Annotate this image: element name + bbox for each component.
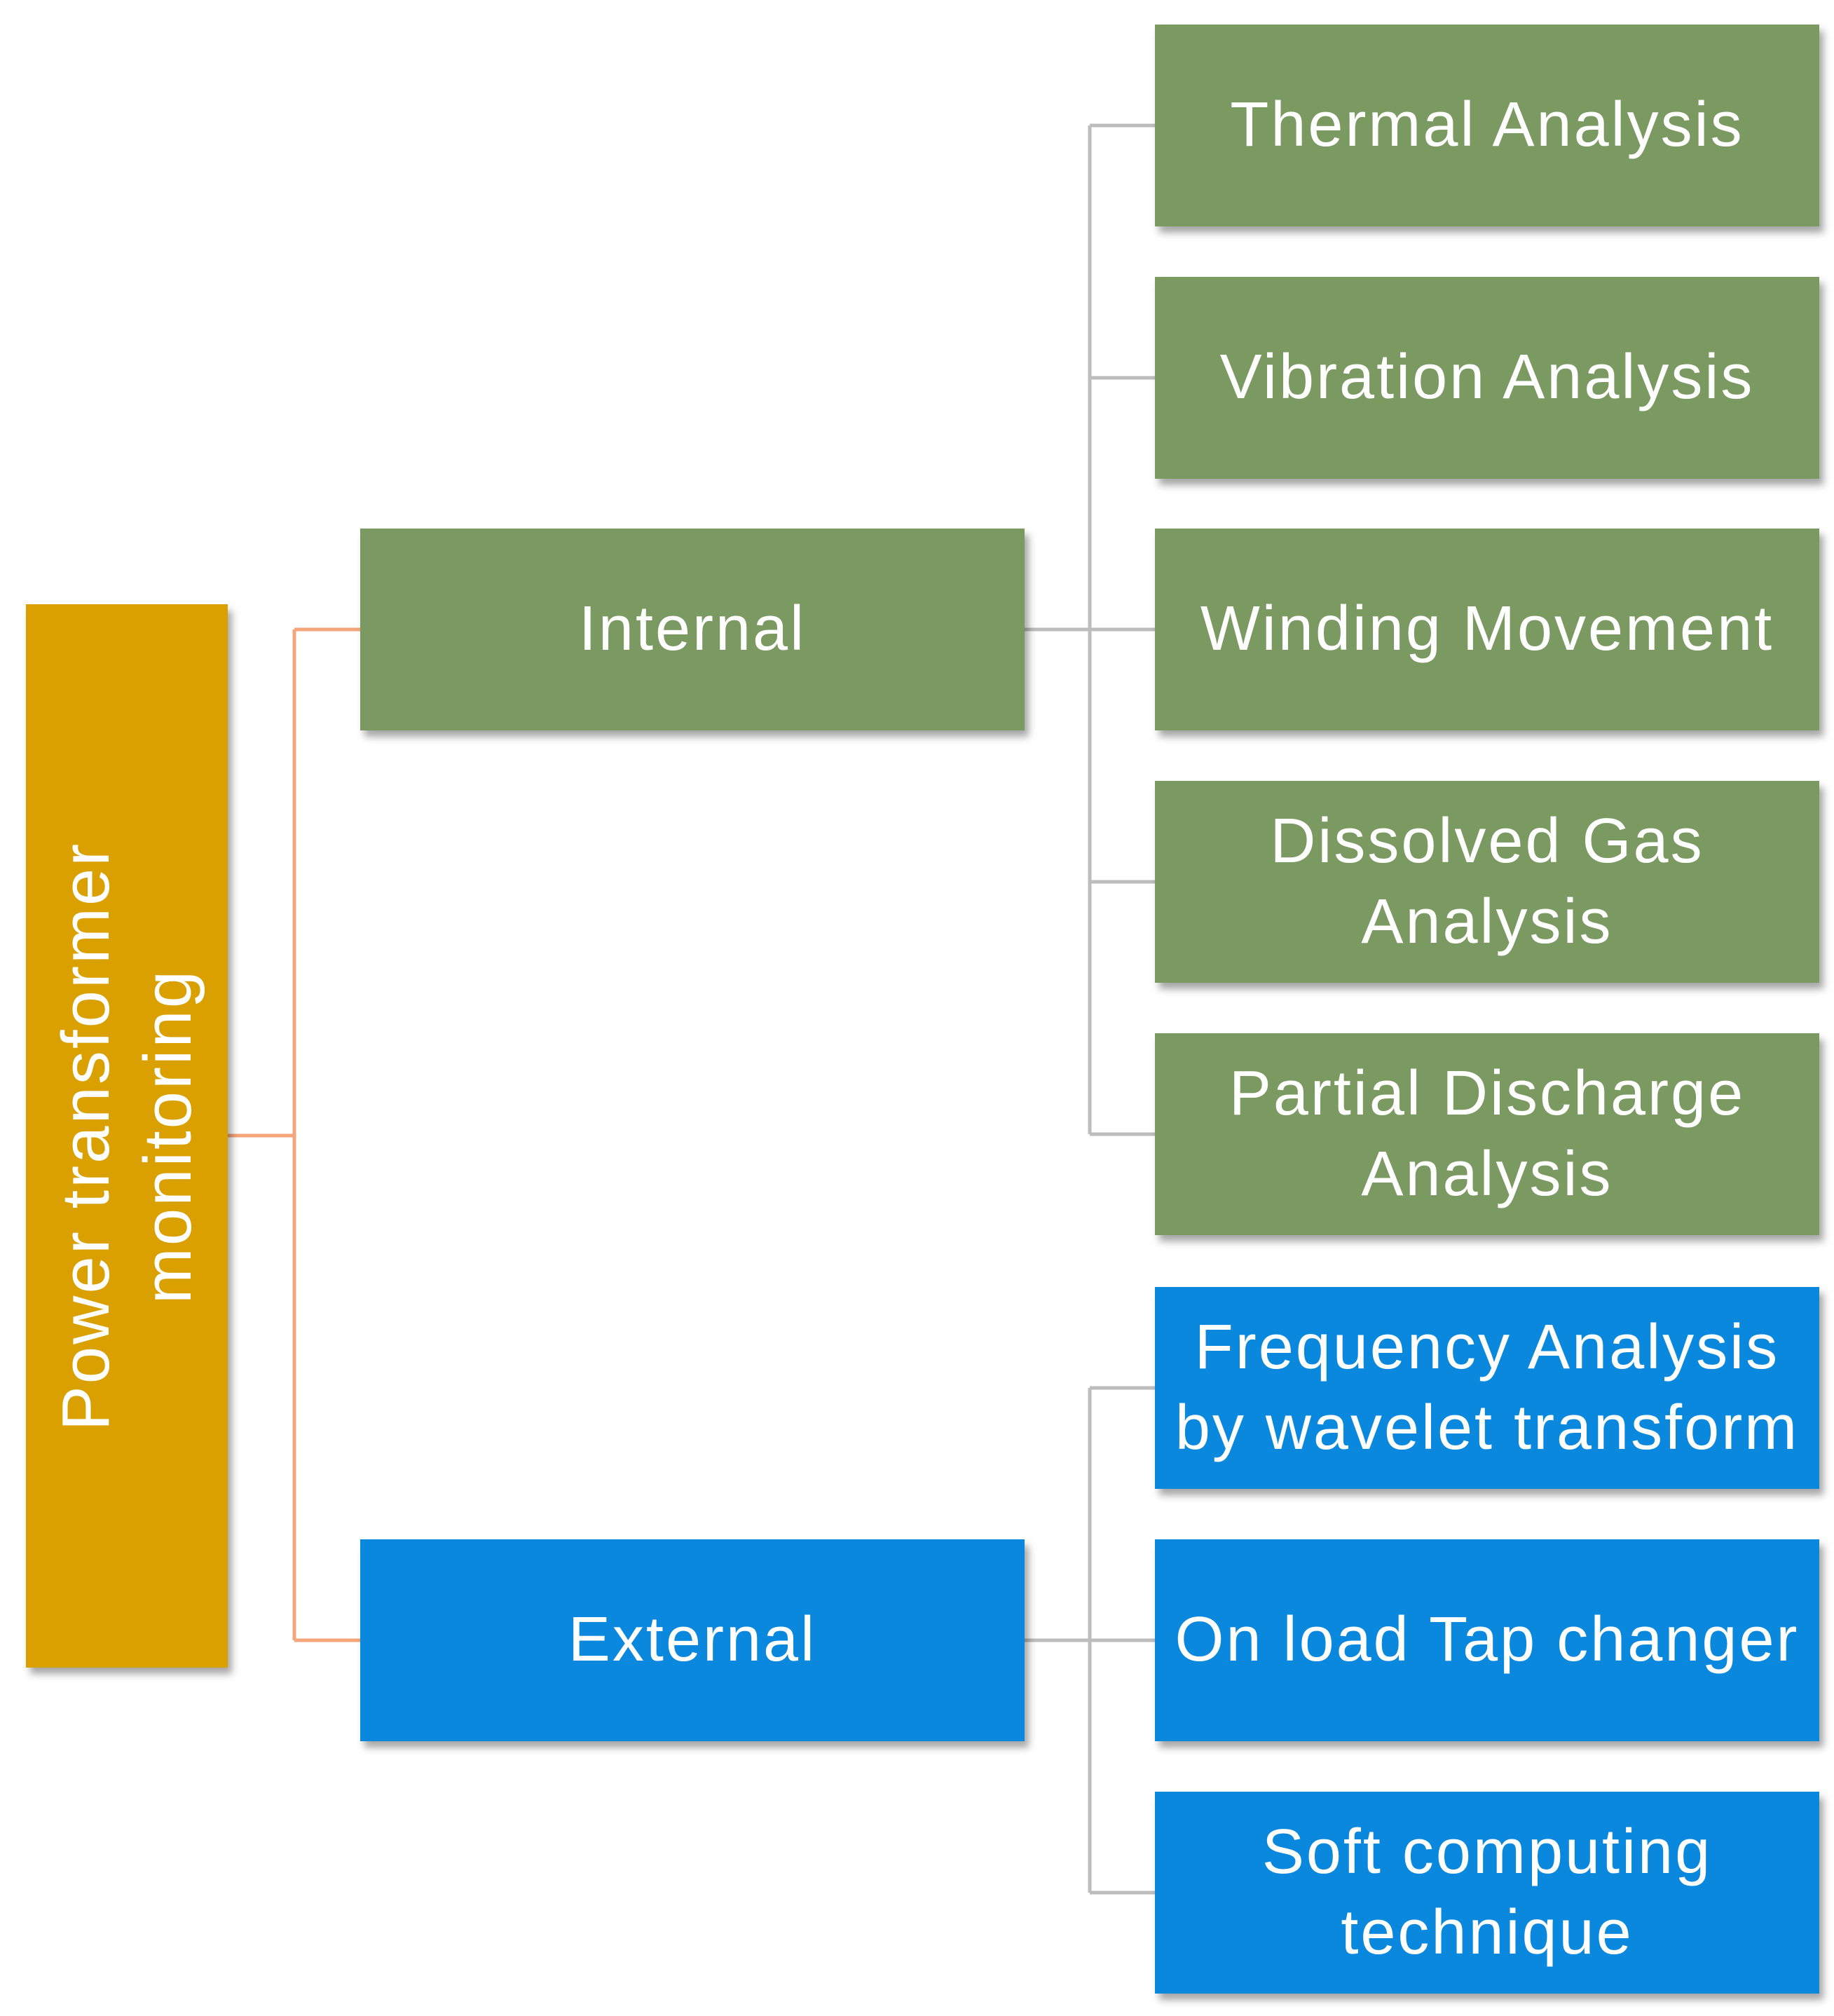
root-label: Power transformer monitoring [48,841,205,1431]
external-node: External [360,1539,1025,1741]
thermal-analysis-node: Thermal Analysis [1155,25,1819,226]
internal-connector [1025,123,1155,1136]
frequency-analysis-node: Frequency Analysis by wavelet transform [1155,1287,1819,1489]
external-connector [1025,1386,1155,1895]
internal-node: Internal [360,529,1025,730]
root-connector [228,627,360,1642]
soft-computing-node: Soft computing technique [1155,1792,1819,1994]
partial-discharge-analysis-node: Partial Discharge Analysis [1155,1033,1819,1235]
dissolved-gas-analysis-node: Dissolved Gas Analysis [1155,781,1819,983]
on-load-tap-changer-node: On load Tap changer [1155,1539,1819,1741]
vibration-analysis-node: Vibration Analysis [1155,277,1819,479]
winding-movement-node: Winding Movement [1155,529,1819,730]
root-node: Power transformer monitoring [26,604,228,1668]
